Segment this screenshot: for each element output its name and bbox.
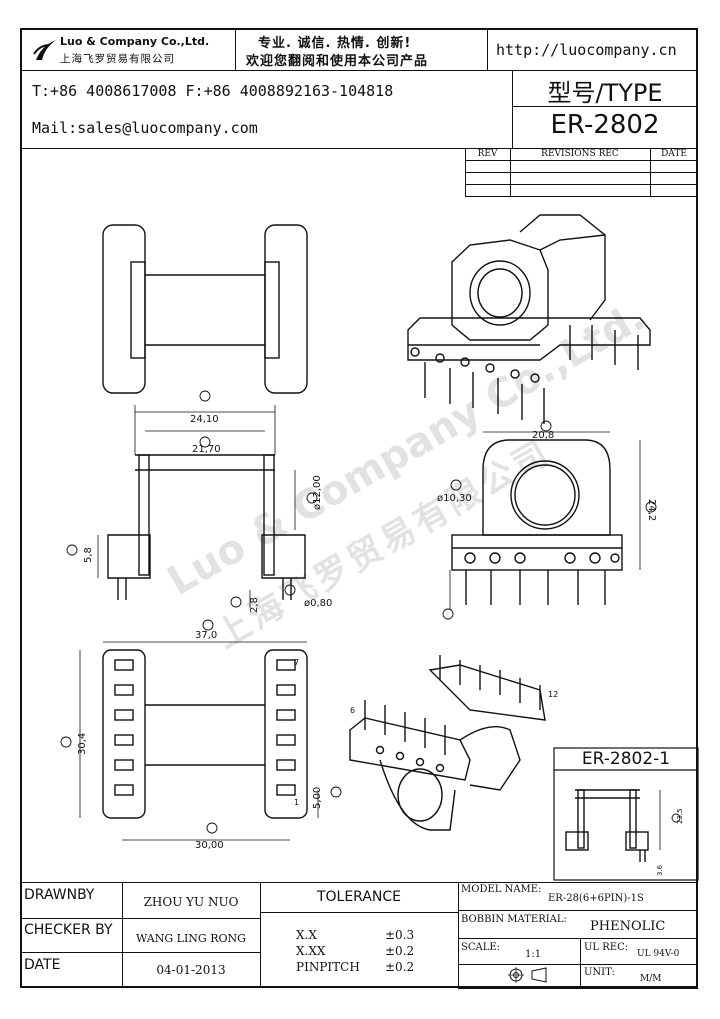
drawnby-value: ZHOU YU NUO [143,895,239,909]
detail-label: ER-2802-1 [581,749,671,769]
side-view-drawing [97,405,306,608]
website-link[interactable]: http://luocompany.cn [496,41,677,59]
detail-dim-label: 3.6 [656,864,664,876]
tol-xx-value: ±0.3 [385,928,415,942]
tol-xxx-value: ±0.2 [385,944,415,958]
dim-label: ø12,00 [312,475,323,510]
header-divider [487,28,488,70]
company-name: Luo & Company Co.,Ltd. [60,35,210,48]
dim-label: 24,2 [646,499,657,521]
scale-value: 1:1 [525,949,542,960]
company-name-cn: 上海飞罗贸易有限公司 [60,53,175,65]
bobbin-label: BOBBIN MATERIAL: [461,914,567,925]
header-divider [20,70,698,71]
tol-xx-label: X.X [296,928,317,942]
isometric-view-1 [407,214,651,424]
dim-label: 21,70 [192,444,221,455]
revisions-column-header: REVISIONS REC [541,149,619,159]
pin-label: 12 [548,690,558,699]
date-value: 04-01-2013 [156,963,226,977]
unit-label: UNIT: [584,967,615,978]
checker-value: WANG LING RONG [136,932,246,945]
model-label: MODEL NAME: [461,884,542,895]
dim-label: 24,10 [190,414,219,425]
dim-label: 5,8 [83,547,94,563]
slogan-line-1: 专业. 诚信. 热情. 创新! [258,36,412,51]
dim-label: 20,8 [532,430,554,441]
header-divider [20,148,698,149]
type-value: ER-2802 [550,110,660,140]
rev-column-header: REV [477,149,498,159]
phone-fax: T:+86 4008617008 F:+86 4008892163-104818 [32,82,394,100]
pin-label: 6 [350,706,355,715]
date-column-header: DATE [661,149,687,159]
isometric-view-2 [349,655,546,831]
drawnby-label: DRAWNBY [24,887,95,903]
checker-label: CHECKER BY [24,922,113,938]
dim-label: 30,4 [77,733,88,755]
ulrec-value: UL 94V-0 [637,949,680,959]
tol-pin-value: ±0.2 [385,960,415,974]
pin-label: 1 [294,798,299,807]
ulrec-label: UL REC: [584,942,629,953]
dim-label: 5,00 [312,787,323,809]
date-label: DATE [24,957,61,973]
drawing-frame [20,28,698,988]
dim-label: 2,8 [249,597,260,613]
slogan-line-2: 欢迎您翻阅和使用本公司产品 [246,54,429,69]
projection-symbol-icon [508,967,547,983]
company-logo-icon [33,40,56,60]
dim-label: ø10,30 [437,493,472,504]
header-divider [235,28,236,70]
scale-label: SCALE: [461,942,501,953]
tol-xxx-label: X.XX [296,944,326,958]
bobbin-value: PHENOLIC [590,919,666,934]
type-label: 型号/TYPE [547,79,663,107]
unit-value: M/M [640,974,662,984]
tol-pin-label: PINPITCH [296,960,360,974]
tolerance-label: TOLERANCE [316,889,402,905]
top-view-drawing [102,224,308,394]
front-view-drawing [449,431,641,610]
pin-label: 7 [294,658,299,667]
dim-label: 37,0 [195,630,217,641]
dim-label: ø0,80 [304,598,332,609]
email-address[interactable]: Mail:sales@luocompany.com [32,119,258,137]
dim-label: 30,00 [195,840,224,851]
bottom-view-drawing [79,641,319,841]
header-divider [512,106,698,107]
header-divider [512,70,513,148]
detail-view-drawing [553,747,699,881]
model-value: ER-28(6+6PIN)-1S [548,893,644,904]
